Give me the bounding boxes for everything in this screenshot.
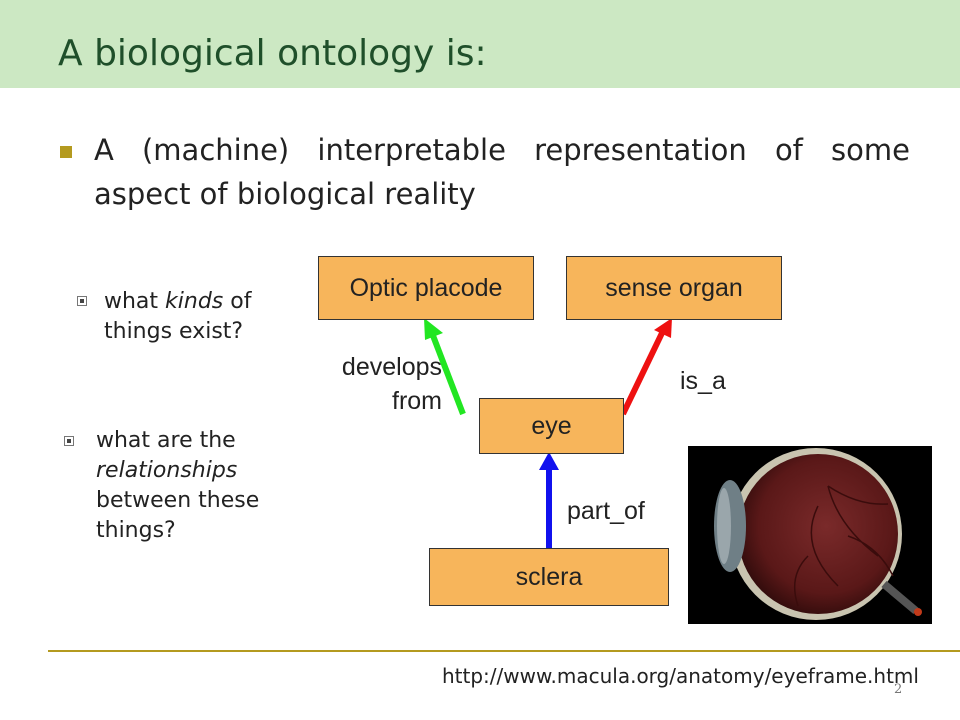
sub-point-emphasis: relationships [96,458,238,483]
slide-title: A biological ontology is: [58,33,487,74]
source-url: http://www.macula.org/anatomy/eyeframe.h… [442,664,919,688]
main-bullet-text: A (machine) interpretable representation… [94,133,910,211]
develops-from-arrow [424,318,466,416]
relation-label-line: develops [341,353,442,381]
develops-from-label: develops from [318,350,442,418]
is-a-arrow [620,318,672,416]
title-band [0,0,960,88]
sub-point-text: of things exist? [104,289,252,344]
footer-divider [48,650,960,652]
node-sense-organ: sense organ [566,256,782,320]
sub-point-kinds: what kinds of things exist? [104,287,294,347]
node-sclera: sclera [429,548,669,606]
sub-point-text: what [104,289,166,314]
sub-point-emphasis: kinds [165,289,224,314]
node-eye: eye [479,398,624,454]
relation-label-line: from [392,387,442,415]
part-of-arrow [539,452,559,548]
part-of-label: part_of [567,497,645,525]
page-number: 2 [894,682,903,697]
node-optic-placode: Optic placode [318,256,534,320]
is-a-label: is_a [680,367,726,395]
sub-point-text: between these things? [96,488,260,543]
sub-bullet-marker [77,296,87,306]
sub-point-relationships: what are the relationships between these… [96,426,296,546]
eye-anatomy-image [688,446,932,624]
sub-point-text: what are the [96,428,236,453]
bullet-marker [60,146,72,158]
sub-bullet-marker [64,436,74,446]
